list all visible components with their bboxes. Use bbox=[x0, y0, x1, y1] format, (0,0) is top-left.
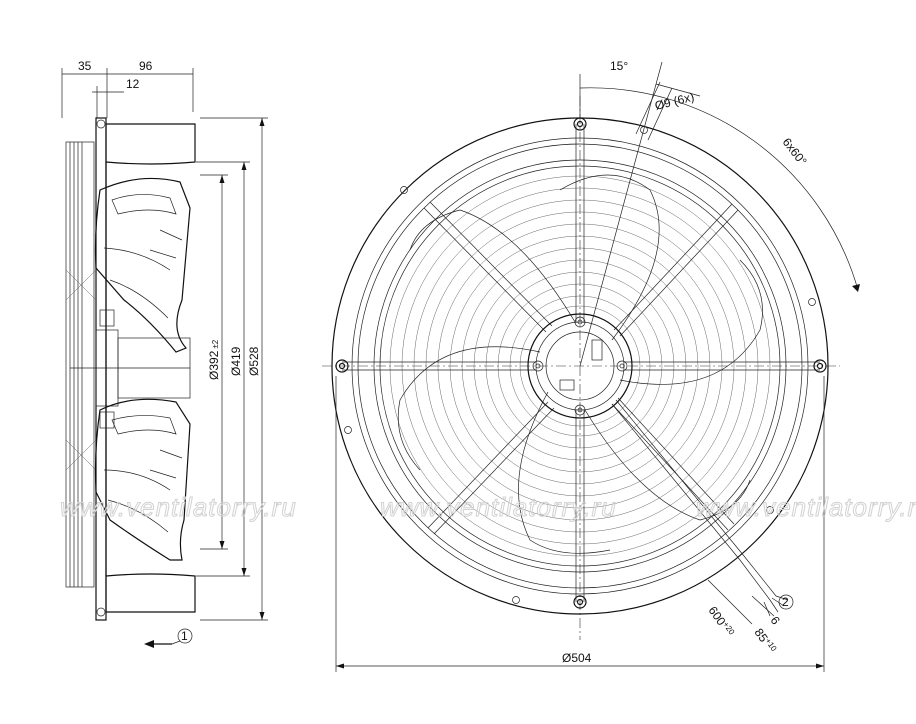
dim-528-diameter: Ø528 bbox=[247, 346, 261, 376]
dim-35: 35 bbox=[78, 59, 92, 73]
strip-length-85: 85+10 bbox=[752, 626, 779, 657]
airflow-marker-label: 1 bbox=[181, 629, 188, 643]
front-view bbox=[322, 61, 860, 672]
hole-pitch-dim: 6x60° bbox=[780, 135, 810, 168]
watermark-1: www.ventilatorry.ru bbox=[60, 492, 297, 522]
angle-15: 15° bbox=[610, 59, 628, 73]
watermark-2: www.ventilatorry.ru bbox=[380, 492, 617, 522]
watermark-3: www.ventilatorry.ru bbox=[696, 492, 916, 522]
dim-392-diameter: Ø392 ±2 bbox=[207, 339, 221, 380]
mounting-holes-dim: Ø9 (6x) bbox=[653, 90, 695, 113]
watermark-group: www.ventilatorry.ru www.ventilatorry.ru … bbox=[60, 492, 916, 523]
cable-length-dim: 600+20 bbox=[706, 604, 737, 640]
cable-length-tolerance: +20 bbox=[721, 620, 736, 637]
dim-96: 96 bbox=[139, 59, 153, 73]
cable-marker-label: 2 bbox=[782, 595, 789, 609]
dim-392-value: Ø392 bbox=[207, 350, 221, 380]
side-view bbox=[61, 68, 268, 648]
strip-85-tolerance: +10 bbox=[763, 637, 778, 654]
dim-392-tolerance: ±2 bbox=[211, 339, 220, 348]
dim-419-diameter: Ø419 bbox=[229, 346, 243, 376]
dim-12: 12 bbox=[126, 77, 140, 91]
dim-504-diameter: Ø504 bbox=[562, 651, 592, 665]
